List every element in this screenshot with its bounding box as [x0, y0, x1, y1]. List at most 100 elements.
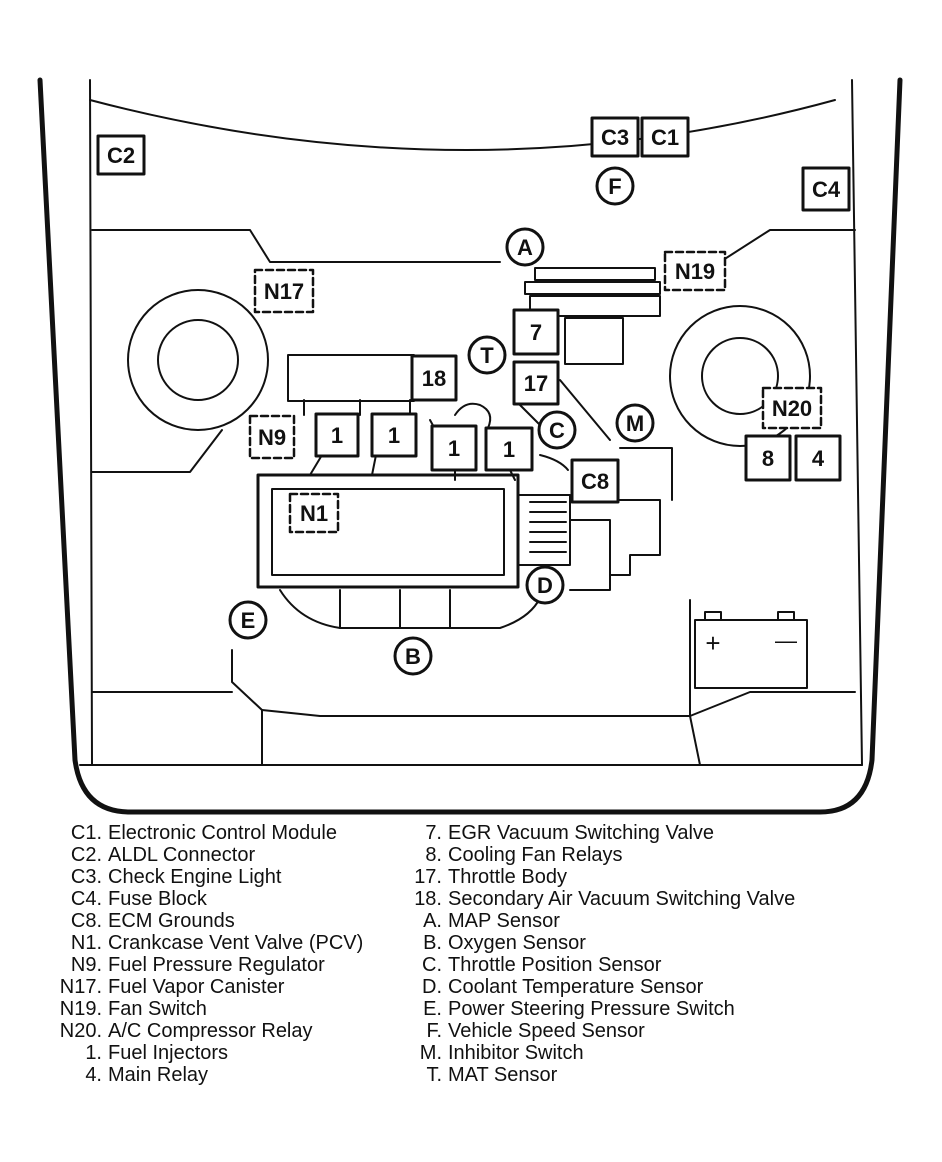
battery-plus-sign: + [705, 628, 720, 658]
component-box-7: 7 [512, 308, 560, 356]
legend-entry: B.Oxygen Sensor [402, 932, 795, 954]
component-box-label: N17 [264, 279, 304, 304]
legend-description: A/C Compressor Relay [108, 1020, 313, 1042]
legend-description: Electronic Control Module [108, 822, 337, 844]
component-box-frame [663, 250, 727, 292]
battery-minus-sign: — [775, 628, 797, 653]
component-box-N19: N19 [663, 250, 727, 292]
legend-description: ECM Grounds [108, 910, 235, 932]
legend-code: C1. [70, 822, 102, 844]
component-box-frame [370, 412, 418, 458]
sensor-marker-letter: E [241, 608, 256, 633]
component-box-1c: 1 [430, 424, 478, 472]
component-box-frame [512, 360, 560, 406]
component-box-frame [744, 434, 792, 482]
component-box-frame [801, 166, 851, 212]
legend-entry: N19.Fan Switch [40, 998, 363, 1020]
legend-entry: A.MAP Sensor [402, 910, 795, 932]
sensor-marker-ring [228, 600, 268, 640]
component-box-label: 1 [331, 423, 343, 448]
component-box-label: C1 [651, 125, 679, 150]
legend-description: Throttle Body [448, 866, 567, 888]
legend-entry: N1.Crankcase Vent Valve (PCV) [40, 932, 363, 954]
legend-description: Cooling Fan Relays [448, 844, 623, 866]
component-box-4: 4 [794, 434, 842, 482]
sensor-marker-letter: T [480, 343, 494, 368]
component-box-frame [96, 134, 146, 176]
legend-entry: C3. Check Engine Light [40, 866, 363, 888]
legend-entry: F.Vehicle Speed Sensor [402, 1020, 795, 1042]
sensor-marker-ring [615, 403, 655, 443]
sensor-marker-M: M [615, 403, 655, 443]
legend-entry: C1. Electronic Control Module [40, 822, 363, 844]
legend-description: Throttle Position Sensor [448, 954, 662, 976]
legend-description: Fan Switch [108, 998, 207, 1020]
sensor-marker-letter: C [549, 418, 565, 443]
legend-code: D. [422, 976, 442, 998]
component-box-label: N9 [258, 425, 286, 450]
legend-description: Inhibitor Switch [448, 1042, 584, 1064]
legend-code: E. [423, 998, 442, 1020]
legend-code: T. [426, 1064, 442, 1086]
component-box-frame [430, 424, 478, 472]
legend-code: N20. [59, 1020, 102, 1042]
sensor-marker-ring [505, 227, 545, 267]
legend-description: Oxygen Sensor [448, 932, 586, 954]
component-box-frame [761, 386, 823, 430]
component-box-C3: C3 [590, 116, 640, 158]
component-box-N17: N17 [253, 268, 315, 314]
component-box-frame [570, 458, 620, 504]
component-box-label: C8 [581, 469, 609, 494]
sensor-marker-B: B [393, 636, 433, 676]
component-box-N1: N1 [288, 492, 340, 534]
sensor-marker-A: A [505, 227, 545, 267]
component-box-label: N19 [675, 259, 715, 284]
component-box-label: C2 [107, 143, 135, 168]
component-box-frame [314, 412, 360, 458]
component-box-label: 1 [388, 423, 400, 448]
legend-description: Fuse Block [108, 888, 207, 910]
legend-entry: D.Coolant Temperature Sensor [402, 976, 795, 998]
component-box-label: N20 [772, 396, 812, 421]
legend-code: C8. [70, 910, 102, 932]
component-box-frame [512, 308, 560, 356]
legend-description: Check Engine Light [108, 866, 282, 888]
legend-entry: M.Inhibitor Switch [402, 1042, 795, 1064]
legend-code: C. [422, 954, 442, 976]
sensor-marker-T: T [467, 335, 507, 375]
legend-entry: 1.Fuel Injectors [40, 1042, 363, 1064]
component-box-label: 7 [530, 320, 542, 345]
legend-code: C3. [70, 866, 102, 888]
vehicle-body-outline [37, 77, 903, 815]
component-box-1a: 1 [314, 412, 360, 458]
legend-entry: N20. A/C Compressor Relay [40, 1020, 363, 1042]
component-box-label: C3 [601, 125, 629, 150]
legend-entry: C4.Fuse Block [40, 888, 363, 910]
legend-entry: 18.Secondary Air Vacuum Switching Valve [402, 888, 795, 910]
battery: + — [694, 611, 808, 689]
component-box-17: 17 [512, 360, 560, 406]
legend-description: MAP Sensor [448, 910, 560, 932]
sensor-marker-C: C [537, 410, 577, 450]
sensor-marker-ring [537, 410, 577, 450]
legend-code: 4. [85, 1064, 102, 1086]
component-box-label: 1 [448, 436, 460, 461]
legend-entry: 4.Main Relay [40, 1064, 363, 1086]
sensor-marker-letter: M [626, 411, 644, 436]
component-box-1d: 1 [484, 426, 534, 472]
legend-description: MAT Sensor [448, 1064, 558, 1086]
sensor-marker-letter: F [608, 174, 621, 199]
legend-code: N9. [70, 954, 102, 976]
legend-entry: C2.ALDL Connector [40, 844, 363, 866]
engine-assembly [256, 267, 673, 629]
right-strut-tower [669, 305, 811, 447]
legend-code: 8. [425, 844, 442, 866]
legend-code: N17. [59, 976, 102, 998]
component-box-C2: C2 [96, 134, 146, 176]
component-box-1b: 1 [370, 412, 418, 458]
sensor-marker-F: F [595, 166, 635, 206]
